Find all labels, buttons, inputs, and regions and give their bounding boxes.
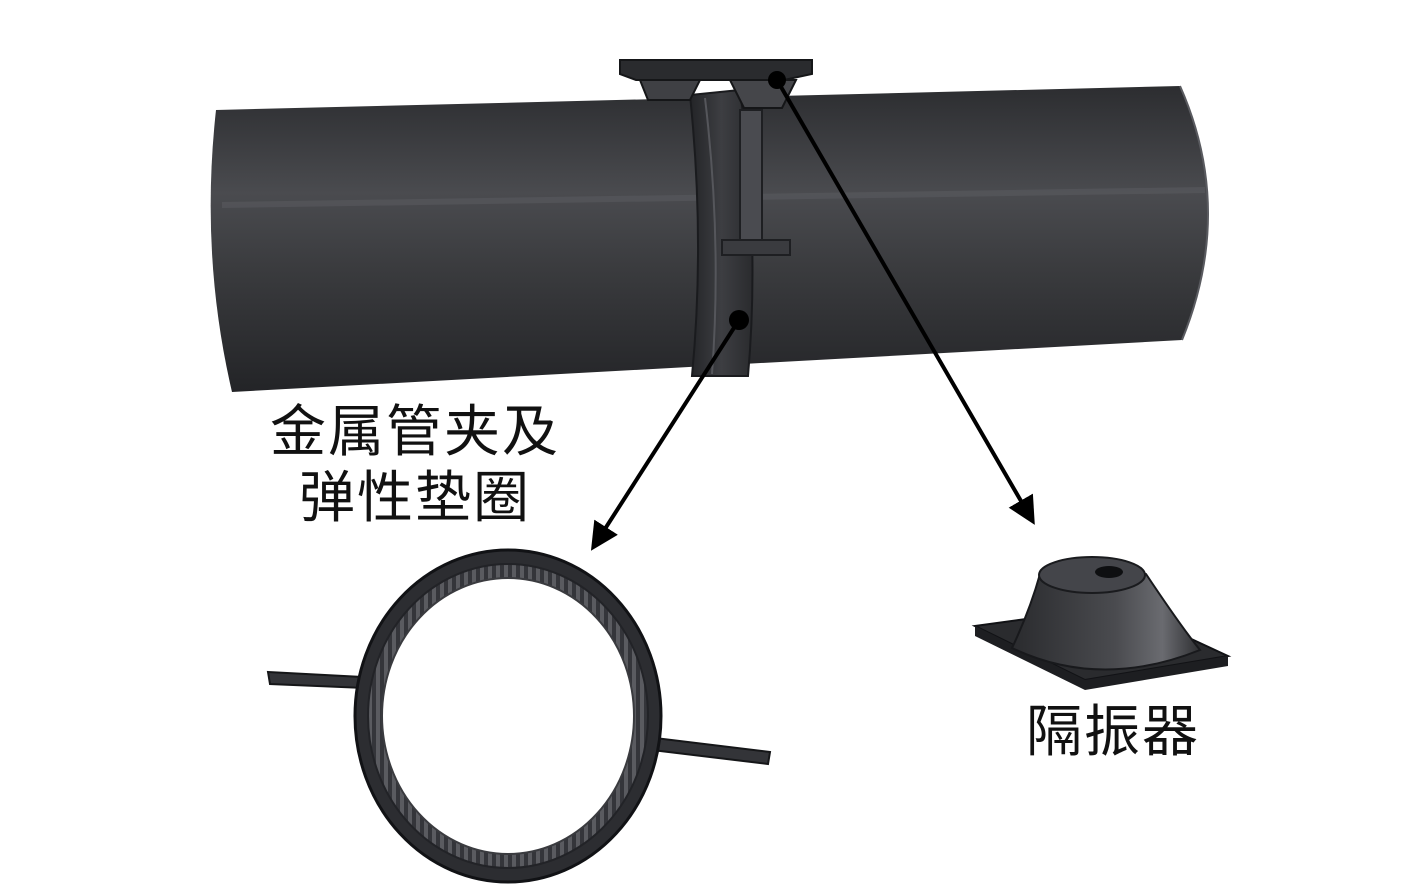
clamp-lower-flange	[722, 240, 790, 255]
mount-bracket-left-foot	[640, 80, 700, 100]
clamp-post	[740, 110, 762, 250]
isolator-center-hole	[1095, 566, 1123, 578]
pipe-assembly	[211, 60, 1208, 392]
isolator-top-face	[1039, 557, 1145, 593]
clamp-ring-tab-right	[652, 738, 770, 764]
clamp-label-line1: 金属管夹及	[270, 400, 560, 466]
clamp-ring-tab-left	[268, 672, 364, 688]
clamp-ring-hole	[382, 578, 634, 854]
vibration-isolator	[975, 557, 1228, 690]
clamp-label: 金属管夹及 弹性垫圈	[270, 400, 560, 532]
isolator-label: 隔振器	[1026, 700, 1200, 766]
clamp-ring	[268, 550, 770, 882]
clamp-label-line2: 弹性垫圈	[270, 466, 560, 532]
